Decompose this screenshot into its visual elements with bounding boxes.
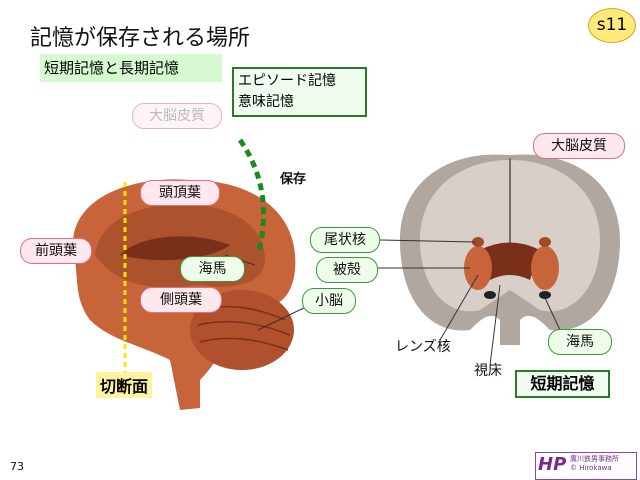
label-section: 切断面 bbox=[96, 372, 153, 398]
memory-types-box: エピソード記憶 意味記憶 bbox=[232, 67, 367, 117]
subtitle-box: 短期記憶と長期記憶 bbox=[40, 54, 222, 82]
store-label: 保存 bbox=[280, 172, 307, 187]
short-term-box: 短期記憶 bbox=[515, 370, 610, 398]
label-cortex: 大脳皮質 bbox=[533, 133, 625, 159]
faded-cortex-label: 大脳皮質 bbox=[132, 103, 222, 129]
publisher-logo: HP 廣川鉄男事務所© Hirokawa bbox=[535, 452, 637, 480]
memory-type-episodic: エピソード記憶 bbox=[238, 73, 336, 89]
slide-id-badge: s11 bbox=[588, 8, 636, 43]
label-hippocampus-coronal: 海馬 bbox=[548, 329, 612, 355]
label-parietal: 頭頂葉 bbox=[140, 180, 220, 206]
label-putamen: 被殻 bbox=[316, 257, 378, 283]
label-cerebellum: 小脳 bbox=[302, 288, 356, 314]
memory-type-semantic: 意味記憶 bbox=[238, 94, 294, 110]
label-thalamus: 視床 bbox=[474, 363, 502, 379]
page-number: 73 bbox=[10, 460, 24, 473]
coronal-brain-illustration bbox=[378, 154, 620, 366]
label-frontal: 前頭葉 bbox=[20, 238, 92, 264]
slide-title: 記憶が保存される場所 bbox=[30, 26, 251, 51]
label-temporal: 側頭葉 bbox=[140, 287, 222, 313]
label-caudate: 尾状核 bbox=[310, 227, 380, 253]
label-hippocampus-lateral: 海馬 bbox=[180, 256, 245, 282]
label-lentiform: レンズ核 bbox=[395, 339, 451, 355]
